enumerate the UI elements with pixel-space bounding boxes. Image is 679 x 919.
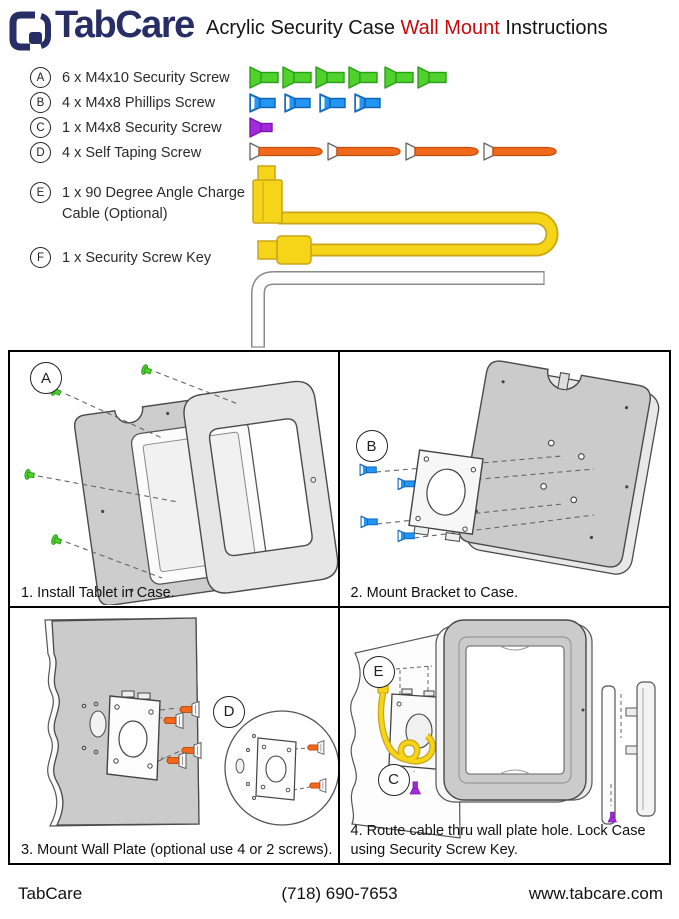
step-4-panel: E C 4. Route cable thru wall plate hole.… — [339, 607, 669, 863]
side-view-detail — [600, 680, 656, 825]
orange-self-taping-screw-icon — [249, 142, 557, 161]
footer-phone: (718) 690-7653 — [281, 884, 398, 903]
part-row-b: B 4 x M4x8 Phillips Screw — [30, 92, 215, 114]
part-badge-c: C — [30, 117, 51, 138]
leader-lines — [37, 371, 239, 579]
wall-hole — [89, 709, 107, 738]
part-badge-b: B — [30, 92, 51, 113]
part-badge-f: F — [30, 247, 51, 268]
security-screw-key-icon — [251, 271, 545, 348]
step-2-illustration — [359, 360, 659, 575]
part-badge-d: D — [30, 142, 51, 163]
step-1-illustration — [23, 363, 338, 605]
mounted-case — [434, 618, 593, 803]
part-label-f: 1 x Security Screw Key — [62, 250, 212, 266]
page-title: Acrylic Security Case Wall Mount Instruc… — [206, 17, 608, 40]
part-row-e: E 1 x 90 Degree Angle Charge Cable (Opti… — [30, 182, 262, 225]
step-4-caption: 4. Route cable thru wall plate hole. Loc… — [350, 822, 646, 858]
step-3-panel: D 3. Mount Wall Plate (optional use 4 or… — [10, 607, 340, 863]
step-3-caption: 3. Mount Wall Plate (optional use 4 or 2… — [21, 842, 333, 858]
step-1-badge: A — [30, 362, 62, 394]
part-row-d: D 4 x Self Taping Screw — [30, 142, 201, 164]
purple-security-screw-icon — [249, 117, 273, 138]
blue-screw-icons — [359, 463, 415, 543]
footer-website: www.tabcare.com — [528, 884, 663, 903]
title-part1: Acrylic Security Case — [206, 17, 401, 39]
step-2-panel: B 2. Mount Bracket to Case. — [339, 352, 669, 608]
step-1-panel: A 1. Install Tablet in Case. — [10, 352, 340, 608]
blue-phillips-screw-icon — [249, 93, 381, 113]
green-security-screw-icon — [249, 66, 447, 89]
step-1-caption: 1. Install Tablet in Case. — [21, 584, 175, 601]
hardware-illustrations — [249, 66, 559, 348]
part-label-e: 1 x 90 Degree Angle Charge Cable (Option… — [62, 185, 245, 223]
step-3-illustration — [44, 616, 338, 827]
yellow-charge-cable-icon — [252, 165, 559, 265]
title-highlight: Wall Mount — [400, 17, 500, 39]
step-4-badge-c: C — [377, 763, 410, 796]
wall-plate — [106, 690, 161, 781]
front-frame — [183, 380, 338, 594]
part-badge-a: A — [30, 67, 51, 88]
step-4-badge-e: E — [362, 655, 395, 688]
steps-grid: A 1. Install Tablet in Case. — [8, 350, 671, 865]
part-row-a: A 6 x M4x10 Security Screw — [30, 67, 230, 89]
footer-brand: TabCare — [18, 884, 83, 903]
part-label-a: 6 x M4x10 Security Screw — [62, 70, 230, 86]
part-label-c: 1 x M4x8 Security Screw — [62, 120, 222, 136]
case-back — [457, 360, 659, 575]
step-3-badge: D — [213, 695, 245, 728]
step-4-illustration — [349, 618, 656, 839]
part-row-f: F 1 x Security Screw Key — [30, 247, 211, 269]
step-2-caption: 2. Mount Bracket to Case. — [350, 584, 519, 601]
brand-logotype: TabCare — [55, 4, 195, 46]
part-label-d: 4 x Self Taping Screw — [62, 145, 202, 161]
title-part2: Instructions — [499, 17, 608, 39]
tabcare-logo-icon — [8, 10, 53, 58]
step-2-badge: B — [355, 430, 388, 462]
part-label-b: 4 x M4x8 Phillips Screw — [62, 95, 216, 111]
part-row-c: C 1 x M4x8 Security Screw — [30, 117, 222, 139]
part-badge-e: E — [30, 182, 51, 203]
detail-inset — [224, 709, 338, 826]
vesa-bracket — [407, 449, 484, 543]
